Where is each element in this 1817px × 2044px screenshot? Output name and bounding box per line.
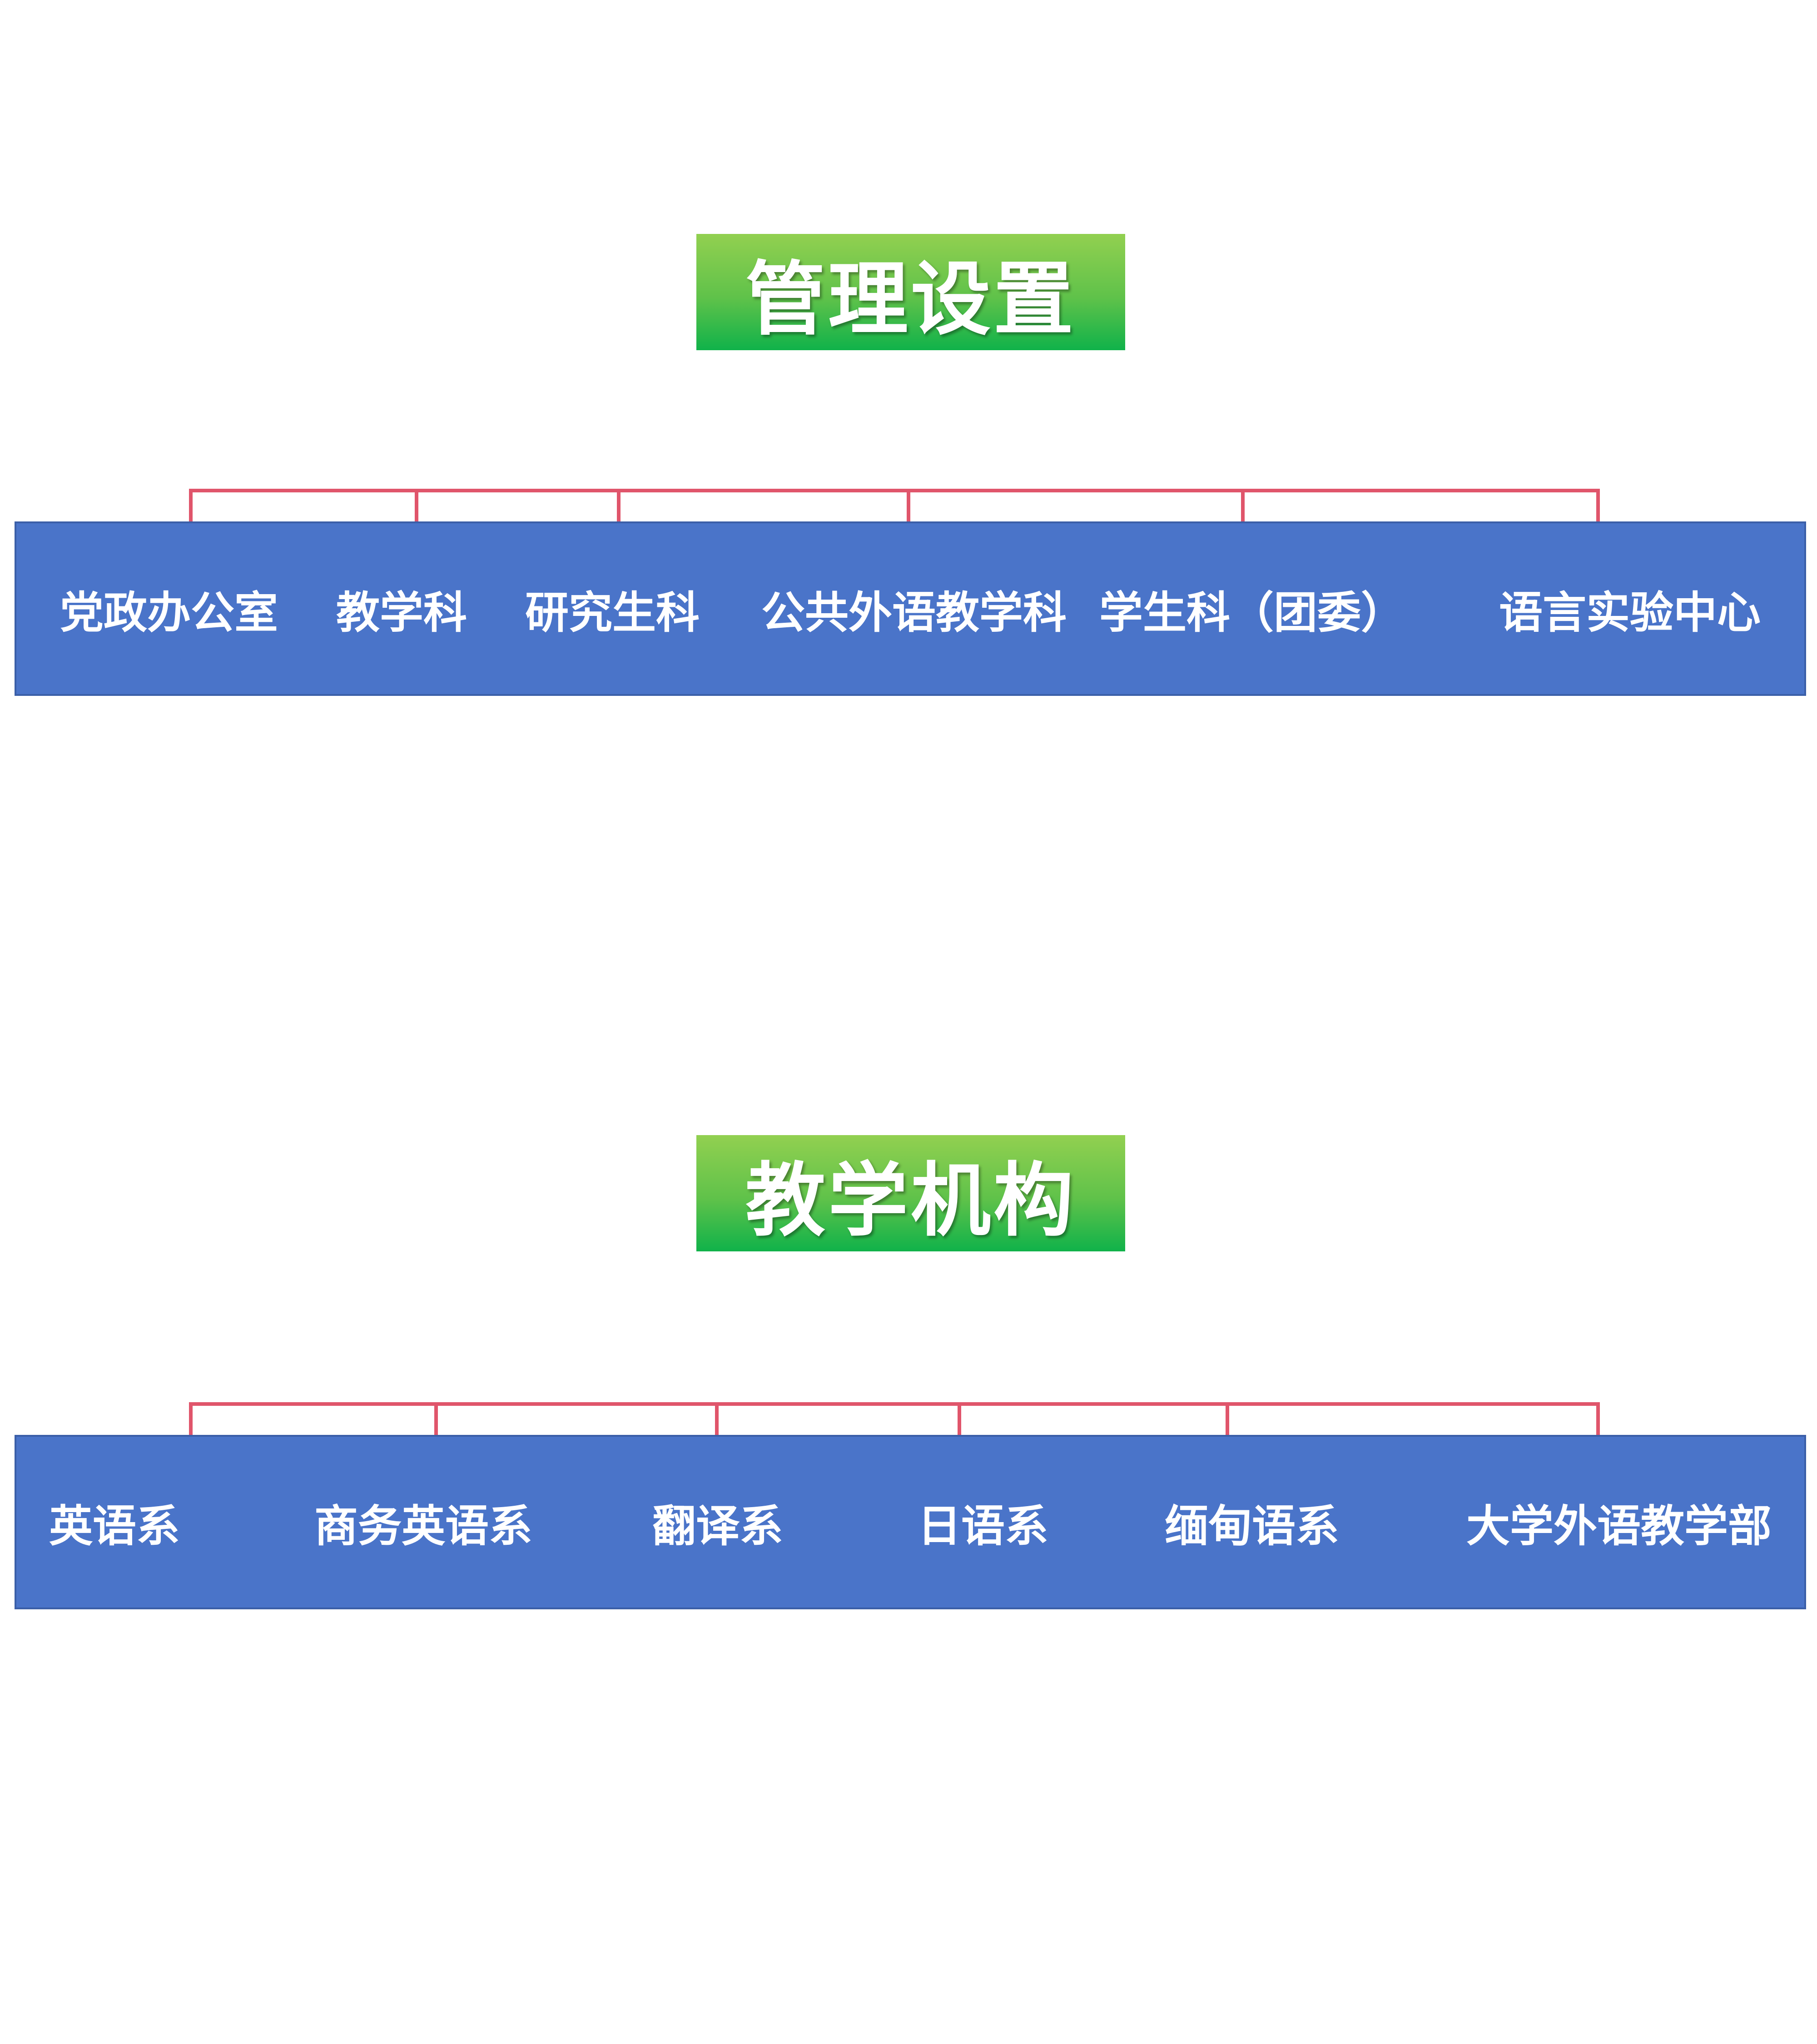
management-band: 党政办公室 教学科 研究生科 公共外语教学科 学生科（团委） 语言实验中心	[15, 521, 1806, 696]
unit-graduate-section: 研究生科	[525, 587, 700, 638]
unit-business-english-dept: 商务英语系	[314, 1500, 532, 1552]
unit-party-office: 党政办公室	[60, 587, 278, 638]
teaching-institutions-header: 教学机构	[696, 1135, 1125, 1251]
unit-student-section: 学生科（团委）	[1099, 587, 1405, 638]
unit-english-dept: 英语系	[49, 1500, 180, 1552]
teaching-institutions-band: 英语系 商务英语系 翻译系 日语系 缅甸语系 大学外语教学部	[15, 1435, 1806, 1609]
management-connector-lines	[189, 489, 1600, 521]
management-header: 管理设置	[696, 234, 1125, 350]
unit-burmese-dept: 缅甸语系	[1165, 1500, 1339, 1552]
unit-college-foreign-language-dept: 大学外语教学部	[1466, 1500, 1772, 1552]
unit-public-foreign-language-section: 公共外语教学科	[761, 587, 1067, 638]
unit-language-lab-center: 语言实验中心	[1499, 587, 1761, 638]
teaching-institutions-title: 教学机构	[745, 1154, 1076, 1247]
management-title: 管理设置	[745, 253, 1076, 346]
unit-japanese-dept: 日语系	[918, 1500, 1048, 1552]
unit-translation-dept: 翻译系	[652, 1500, 783, 1552]
unit-teaching-section: 教学科	[336, 587, 467, 638]
teaching-connector-lines	[189, 1402, 1600, 1435]
